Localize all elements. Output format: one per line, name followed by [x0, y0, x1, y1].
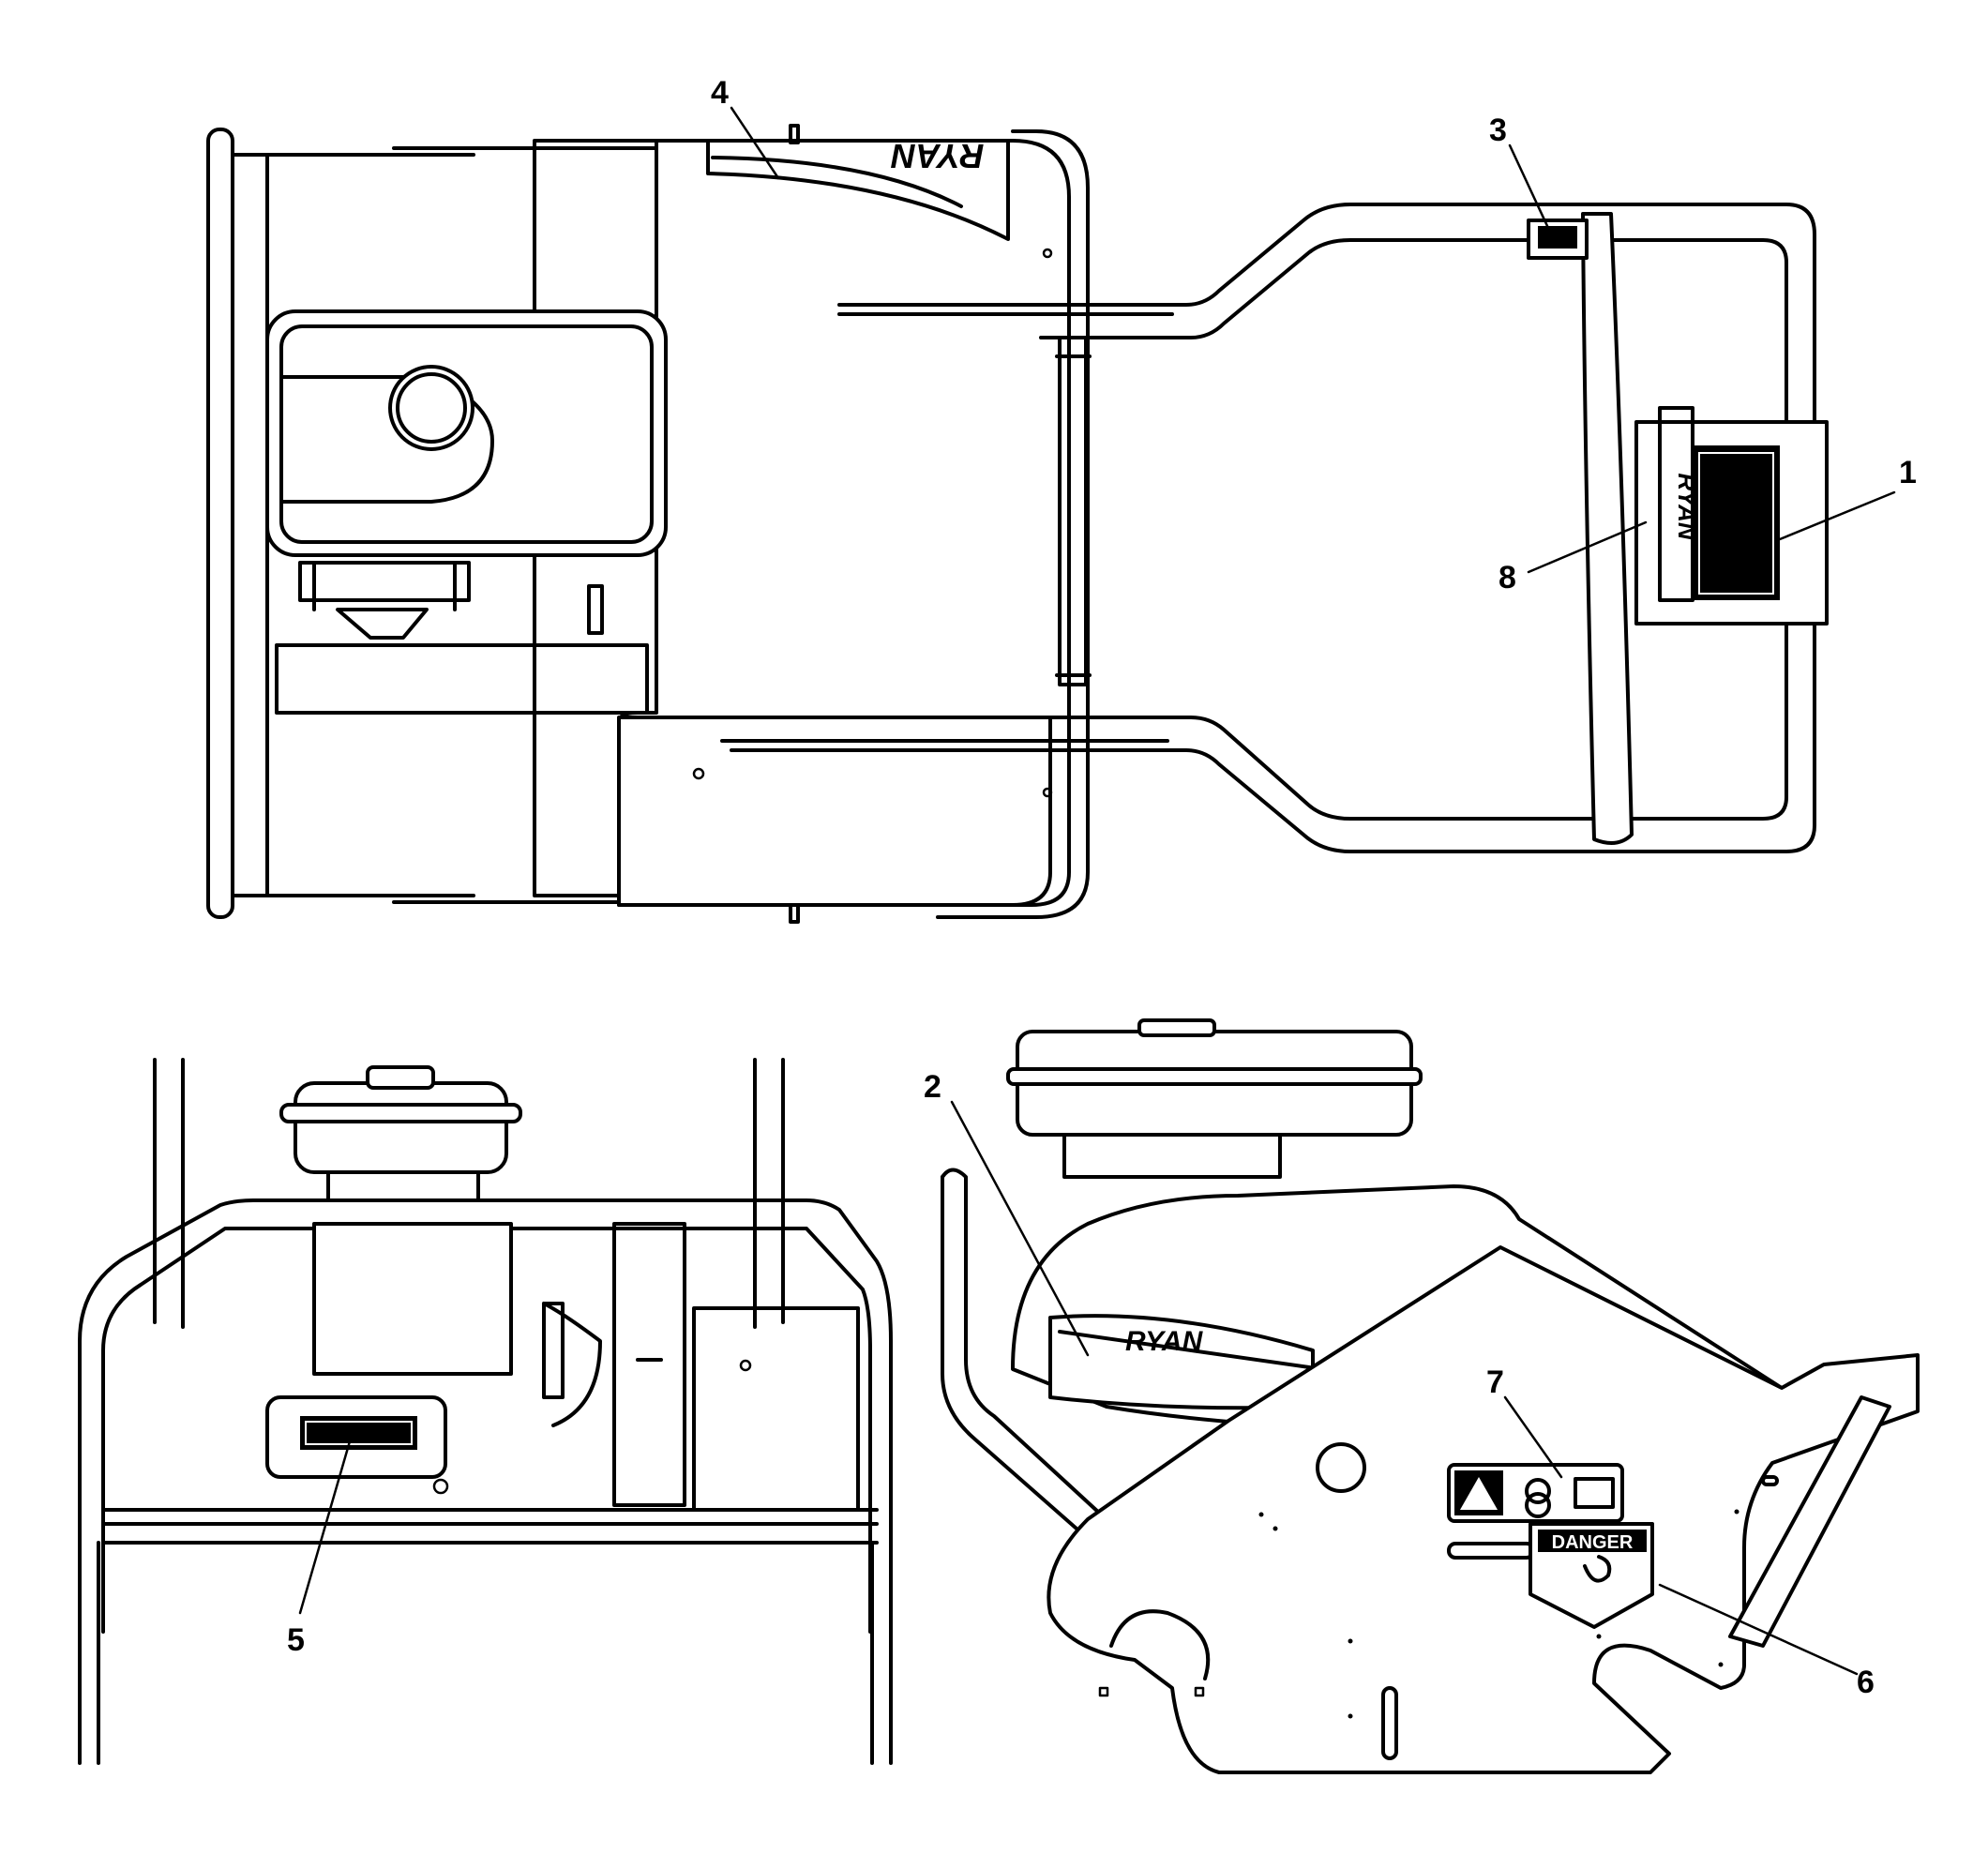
- control-bar: [1581, 212, 1634, 845]
- post-clamps: [1055, 354, 1092, 677]
- handle-arch-inner: [101, 1227, 872, 1634]
- engine-block: [312, 1222, 513, 1376]
- top-view: RYAN RYAN: [206, 124, 1829, 924]
- leader-3: [1508, 143, 1556, 242]
- decal-2-brand-text: RYAN: [1125, 1326, 1204, 1357]
- decal-7-symbol: [1525, 1478, 1551, 1504]
- engine-cap-side: [1137, 1018, 1216, 1037]
- rivet-5: [1596, 1634, 1602, 1639]
- decal-4-panel: [706, 139, 1010, 241]
- square-hole-2: [1194, 1686, 1205, 1697]
- handle-arch-outer: [78, 1198, 893, 1634]
- handle-loop-outer: [941, 1175, 1230, 1648]
- fuel-tank: [265, 309, 668, 557]
- leader-7: [1503, 1395, 1563, 1479]
- callout-1: 1: [1899, 455, 1917, 490]
- plate-slot-2: [1381, 1686, 1398, 1760]
- deck-bolt-3: [1042, 787, 1053, 798]
- callout-labels: 1 2 3 4 5 6 7 8: [287, 75, 1917, 1700]
- plate-notch: [1109, 1609, 1211, 1681]
- side-view: RYAN DANGER: [941, 1018, 1920, 1774]
- leader-2: [950, 1100, 1090, 1357]
- fuel-cap-ring: [396, 372, 467, 444]
- callout-8: 8: [1499, 560, 1516, 595]
- engine-bracket: [298, 561, 471, 611]
- front-view: [78, 1058, 893, 1765]
- rivet-6: [1734, 1509, 1740, 1515]
- decal-1-border: [1698, 452, 1774, 595]
- drive-cover: [275, 643, 649, 715]
- plate-slot-4: [1761, 1475, 1779, 1486]
- hook-2: [789, 903, 800, 924]
- callout-7: 7: [1486, 1364, 1504, 1400]
- leader-6: [1658, 1583, 1859, 1676]
- bumper-rails: [231, 153, 475, 897]
- leader-1: [1778, 490, 1896, 541]
- decal-3-label: [1538, 226, 1577, 249]
- handle-loop: [941, 1168, 1230, 1634]
- engine-post: [587, 584, 604, 635]
- deck-bolt: [692, 767, 705, 780]
- deck-bolt-2: [1042, 248, 1053, 259]
- decal-6-header: [1538, 1530, 1647, 1552]
- callout-2: 2: [924, 1069, 941, 1105]
- warning-triangle-icon: [1460, 1477, 1498, 1510]
- decal-8-brand-text: RYAN: [1673, 473, 1701, 540]
- decal-1-instruction-label: [1693, 445, 1780, 600]
- skirt-sides: [97, 1541, 874, 1765]
- main-deck: [617, 139, 1071, 907]
- engine-neck: [326, 1170, 480, 1202]
- rivet-7: [1718, 1662, 1724, 1667]
- decal-4-swoosh: [711, 156, 963, 208]
- engine-cap: [366, 1065, 435, 1090]
- left-upright: [153, 1058, 185, 1329]
- handle-bar-side: [1728, 1395, 1891, 1648]
- rivet: [1258, 1512, 1264, 1517]
- square-hole: [1098, 1686, 1109, 1697]
- callout-lines: [298, 106, 1896, 1676]
- fuel-cap-icon: [388, 365, 474, 451]
- pulley: [542, 1302, 602, 1427]
- engine-cover: [294, 1081, 508, 1174]
- leader-8: [1527, 520, 1648, 574]
- callout-5: 5: [287, 1622, 305, 1658]
- leader-5: [298, 1433, 354, 1615]
- hook: [789, 124, 800, 144]
- housing-bolt: [739, 1359, 752, 1372]
- front-bumper: [206, 128, 234, 919]
- engine-neck-side: [1062, 1133, 1282, 1179]
- decal-8-brand-panel: [1658, 406, 1694, 602]
- callout-4: 4: [711, 75, 729, 111]
- rivet-4: [1348, 1713, 1353, 1719]
- hand-icon: [1583, 1555, 1612, 1583]
- pivot-knob: [1316, 1442, 1366, 1493]
- engine-cover-lip: [279, 1103, 522, 1123]
- decal-5-border: [305, 1421, 413, 1445]
- engine-mount: [336, 608, 429, 640]
- frame-rail: [936, 129, 1090, 919]
- decal-4-brand-text: RYAN: [891, 137, 985, 175]
- decal-7-symbol-2: [1525, 1492, 1551, 1518]
- rail-ends: [78, 1630, 893, 1765]
- callout-6: 6: [1857, 1665, 1875, 1700]
- rivet-3: [1348, 1638, 1353, 1644]
- decal-6-danger-text: DANGER: [1552, 1532, 1634, 1553]
- side-bracket: [612, 1222, 686, 1507]
- engine-cover-lip-side: [1006, 1067, 1423, 1086]
- housing-rails: [392, 146, 658, 904]
- pulley-belt: [542, 1302, 565, 1399]
- engine-bolt: [432, 1478, 449, 1495]
- callout-3: 3: [1489, 113, 1507, 148]
- fuel-tank-inner: [279, 324, 654, 544]
- base-plate: [101, 1508, 879, 1545]
- leader-4: [730, 106, 780, 180]
- right-housing: [692, 1306, 860, 1512]
- rivet-2: [1273, 1526, 1278, 1531]
- right-upright: [753, 1058, 785, 1329]
- decal-7-manual-icon: [1574, 1477, 1615, 1509]
- lower-deck: [617, 716, 1052, 907]
